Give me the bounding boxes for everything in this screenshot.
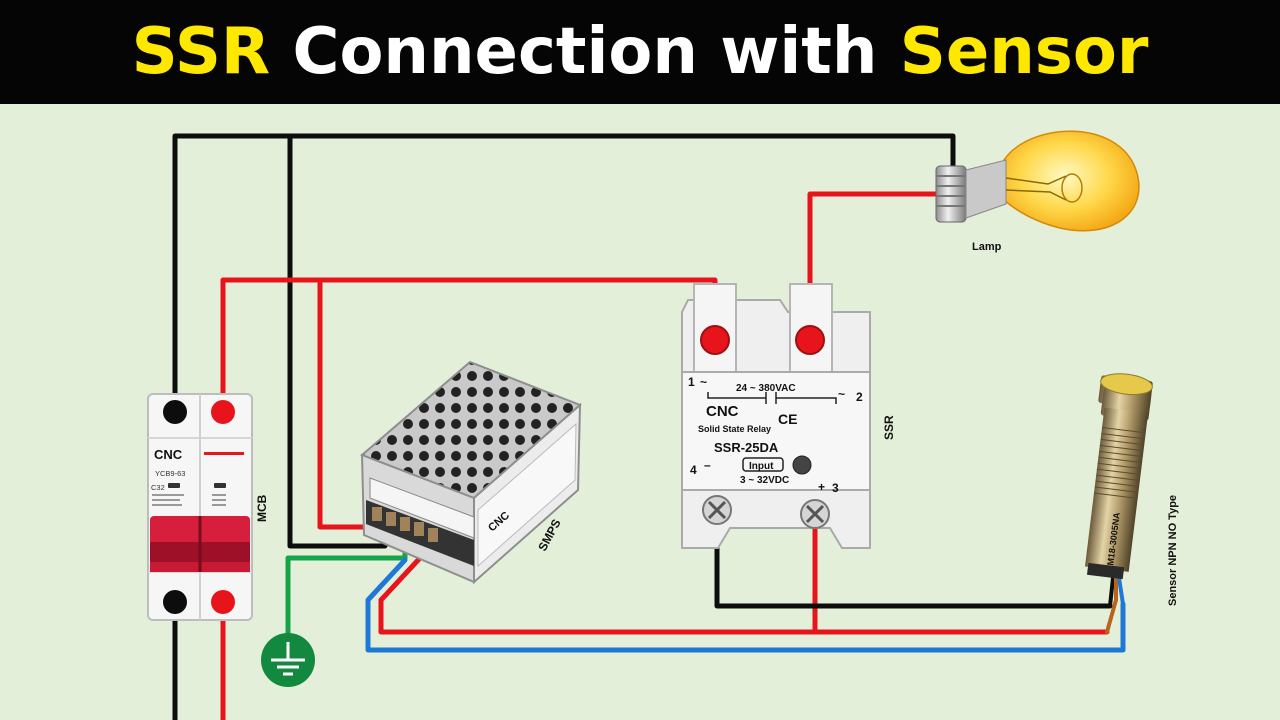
sensor-lead-blue: [1117, 576, 1125, 606]
ssr-input-label: Input: [749, 461, 774, 472]
ssr-ac-range: 24 ~ 380VAC: [736, 383, 796, 394]
ssr-model: SSR-25DA: [714, 440, 779, 455]
smps-power-supply[interactable]: CNC: [360, 360, 582, 585]
wiring-diagram: CNC YCB9-63 C32 MCB: [147, 130, 1179, 720]
title-bar: SSR Connection with Sensor: [0, 0, 1280, 104]
sensor-label: Sensor NPN NO Type: [1167, 495, 1179, 606]
ssr-terminal-2[interactable]: [795, 325, 825, 355]
sensor-lead-black: [1108, 576, 1115, 608]
ground-symbol: [261, 633, 315, 687]
mcb-label: MCB: [255, 494, 269, 522]
mcb-bottom-live-terminal[interactable]: [211, 590, 235, 614]
wire-ssr-minus: [714, 517, 1113, 609]
ssr-t2: 2: [856, 390, 863, 404]
ssr-dc-range: 3 ~ 32VDC: [740, 475, 789, 486]
ssr-type: Solid State Relay: [698, 424, 771, 434]
title-sensor: Sensor: [899, 15, 1149, 89]
wire-neutral-to-lamp: [172, 133, 956, 415]
title-connection-with: Connection with: [292, 15, 878, 89]
ssr-plus: +: [818, 480, 825, 494]
proximity-sensor: M18-3005NA: [1084, 373, 1153, 580]
mcb-bottom-neutral-terminal[interactable]: [163, 590, 187, 614]
sensor-lead-brown: [1105, 576, 1118, 634]
mcb-breaker[interactable]: CNC YCB9-63 C32: [147, 393, 253, 621]
ssr-indicator-led: [792, 455, 812, 475]
wires: [172, 133, 1126, 720]
ssr-label: SSR: [882, 415, 896, 440]
ssr-relay[interactable]: 1 ~ 24 ~ 380VAC ~ 2 CNC CE Solid State R…: [681, 283, 871, 549]
ssr-t4: 4: [690, 463, 697, 477]
wire-red-positive: [378, 555, 1110, 635]
ssr-t3: 3: [832, 481, 839, 495]
mcb-brand: CNC: [154, 447, 183, 462]
title-ssr: SSR: [131, 15, 271, 89]
lamp-bulb: [935, 130, 1140, 232]
mcb-top-live-terminal[interactable]: [211, 400, 235, 424]
ssr-minus: –: [704, 458, 711, 472]
ssr-tilde-left: ~: [700, 375, 707, 389]
ssr-tilde-right: ~: [838, 387, 845, 401]
ssr-ce-mark: CE: [778, 411, 797, 427]
lamp-label: Lamp: [972, 241, 1002, 253]
mcb-rating: C32: [151, 483, 165, 492]
wire-blue-negative: [365, 557, 1126, 653]
ssr-terminal-1[interactable]: [700, 325, 730, 355]
ssr-brand: CNC: [706, 403, 739, 420]
mcb-model: YCB9-63: [155, 469, 185, 478]
ssr-t1: 1: [688, 375, 695, 389]
mcb-top-neutral-terminal[interactable]: [163, 400, 187, 424]
